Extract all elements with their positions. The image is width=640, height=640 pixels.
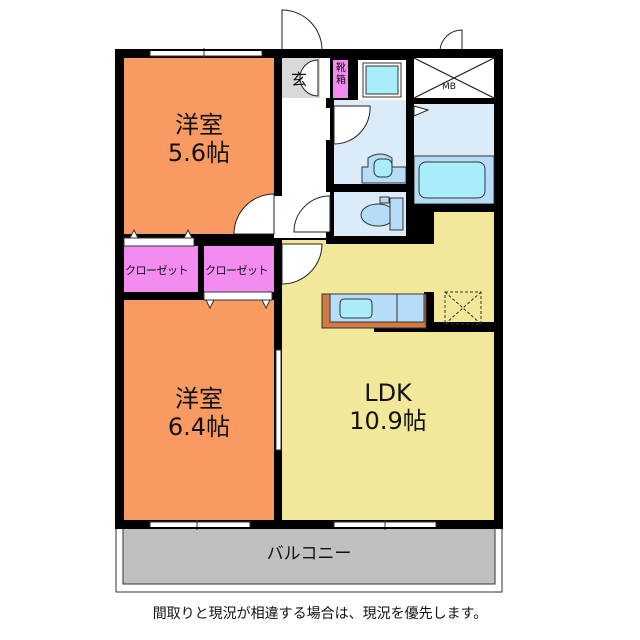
balcony-label: バルコニー <box>266 544 352 564</box>
room-name: 洋室 <box>175 111 223 139</box>
entrance-label: 玄 <box>291 70 308 89</box>
kitchen-counter <box>321 293 427 329</box>
toilet-icon <box>360 196 404 231</box>
room-name: LDK <box>364 379 412 407</box>
washroom-door-swing <box>333 105 371 145</box>
western-room-1-label: 洋室 5.6帖 <box>124 111 274 167</box>
western-room-2-label: 洋室 6.4帖 <box>124 385 274 441</box>
fridge-space-icon <box>444 291 482 325</box>
closet-2-floor <box>204 246 274 292</box>
bathtub-icon <box>418 161 486 199</box>
shoe-box-label: 靴箱 <box>336 63 346 86</box>
front-door-swing <box>281 9 323 51</box>
mb-door-swing <box>439 29 463 51</box>
ldk-door-swing <box>281 243 323 285</box>
closet-2-label: クローゼット <box>205 264 269 277</box>
shoe-box <box>333 60 348 98</box>
meter-box-label: MB <box>442 82 456 92</box>
room-size: 10.9帖 <box>349 406 427 435</box>
closet-1-label: クローゼット <box>125 264 189 277</box>
room-size: 5.6帖 <box>167 138 231 167</box>
entrance-swing <box>299 59 319 97</box>
kitchen-sink-icon <box>339 298 373 319</box>
toilet-door-swing <box>293 195 331 233</box>
room-name: 洋室 <box>175 385 223 413</box>
disclaimer-note: 間取りと現況が相違する場合は、現況を優先します。 <box>152 606 488 622</box>
closet-1-floor <box>124 246 198 292</box>
room1-door-swing <box>233 193 275 235</box>
room-size: 6.4帖 <box>167 412 231 441</box>
ldk-label: LDK 10.9帖 <box>282 379 494 435</box>
balcony <box>115 519 503 593</box>
western-room-2-floor <box>124 300 274 520</box>
ldk-floor <box>282 212 494 520</box>
